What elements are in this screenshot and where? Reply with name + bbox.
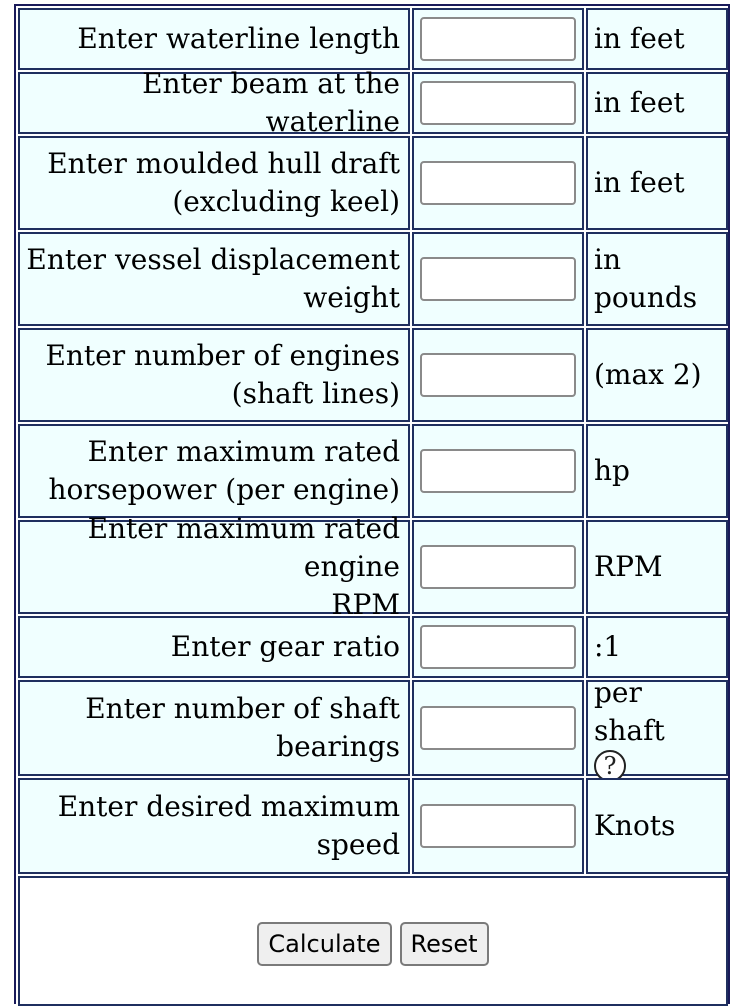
gear-ratio-label: Enter gear ratio <box>18 616 410 678</box>
horsepower-unit: hp <box>586 424 728 518</box>
unit-line: Knots <box>594 809 676 842</box>
label-line: Enter beam at the waterline <box>142 67 400 138</box>
engine-rpm-cell <box>412 520 584 614</box>
engines-cell <box>412 328 584 422</box>
displacement-label: Enter vessel displacement weight <box>18 232 410 326</box>
unit-line: (max 2) <box>594 358 702 391</box>
max-speed-cell <box>412 778 584 874</box>
label-line: Enter maximum rated engine <box>87 512 400 583</box>
horsepower-cell <box>412 424 584 518</box>
shaft-bearings-cell <box>412 680 584 776</box>
reset-button[interactable]: Reset <box>399 922 489 966</box>
engines-input[interactable] <box>420 353 576 397</box>
unit-line: per shaft <box>594 676 665 747</box>
waterline-length-label: Enter waterline length <box>18 8 410 70</box>
waterline-length-unit: in feet <box>586 8 728 70</box>
displacement-cell <box>412 232 584 326</box>
label-line: (excluding keel) <box>172 185 400 218</box>
unit-line: in feet <box>594 166 685 199</box>
unit-line: in <box>594 243 621 276</box>
engines-label: Enter number of engines (shaft lines) <box>18 328 410 422</box>
label-line: Enter number of engines <box>45 339 400 372</box>
label-line: horsepower (per engine) <box>48 473 400 506</box>
label-line: Enter waterline length <box>77 22 400 55</box>
engines-unit: (max 2) <box>586 328 728 422</box>
unit-line: in feet <box>594 86 685 119</box>
label-line: Enter desired maximum <box>57 790 400 823</box>
label-line: weight <box>303 281 400 314</box>
label-line: Enter number of shaft <box>85 692 400 725</box>
unit-line: RPM <box>594 550 663 583</box>
calculate-button[interactable]: Calculate <box>257 922 392 966</box>
displacement-input[interactable] <box>420 257 576 301</box>
label-line: Enter maximum rated <box>87 435 400 468</box>
displacement-unit: in pounds <box>586 232 728 326</box>
question-circle-icon[interactable]: ? <box>594 750 626 782</box>
gear-ratio-unit: :1 <box>586 616 728 678</box>
waterline-length-cell <box>412 8 584 70</box>
shaft-bearings-unit: per shaft ? <box>586 676 728 782</box>
unit-line: in feet <box>594 22 685 55</box>
beam-input[interactable] <box>420 81 576 125</box>
label-line: Enter gear ratio <box>170 630 400 663</box>
hull-draft-unit: in feet <box>586 136 728 230</box>
beam-cell <box>412 72 584 134</box>
unit-line: hp <box>594 454 630 487</box>
shaft-bearings-label: Enter number of shaft bearings <box>18 680 410 776</box>
beam-label: Enter beam at the waterline <box>18 67 410 138</box>
unit-line: pounds <box>594 281 698 314</box>
engine-rpm-input[interactable] <box>420 545 576 589</box>
label-line: bearings <box>276 730 400 763</box>
label-line: speed <box>316 828 400 861</box>
max-speed-unit: Knots <box>586 778 728 874</box>
shaft-bearings-input[interactable] <box>420 706 576 750</box>
horsepower-label: Enter maximum rated horsepower (per engin… <box>18 424 410 518</box>
label-line: Enter moulded hull draft <box>47 147 400 180</box>
beam-unit: in feet <box>586 72 728 134</box>
button-row: Calculate Reset <box>18 876 728 1006</box>
form-table-border <box>14 4 730 1004</box>
waterline-length-input[interactable] <box>420 17 576 61</box>
horsepower-input[interactable] <box>420 449 576 493</box>
hull-draft-cell <box>412 136 584 230</box>
label-line: Enter vessel displacement <box>26 243 400 276</box>
max-speed-label: Enter desired maximum speed <box>18 778 410 874</box>
unit-line: :1 <box>594 630 622 663</box>
label-line: (shaft lines) <box>231 377 400 410</box>
hull-draft-label: Enter moulded hull draft (excluding keel) <box>18 136 410 230</box>
gear-ratio-cell <box>412 616 584 678</box>
engine-rpm-unit: RPM <box>586 520 728 614</box>
max-speed-input[interactable] <box>420 804 576 848</box>
gear-ratio-input[interactable] <box>420 625 576 669</box>
label-line: RPM <box>331 588 400 621</box>
hull-draft-input[interactable] <box>420 161 576 205</box>
